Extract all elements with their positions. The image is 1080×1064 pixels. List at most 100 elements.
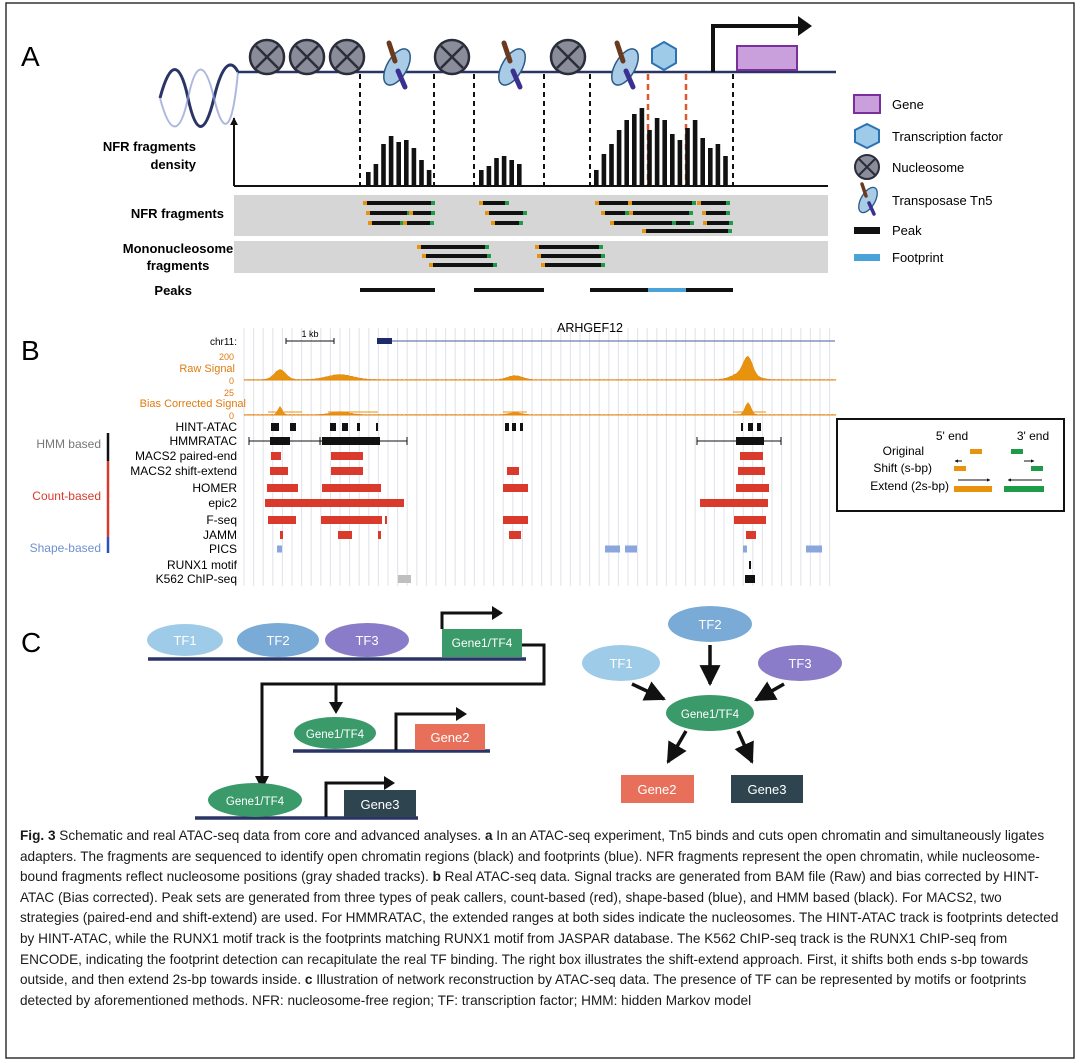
fragment [642,229,732,233]
pics-peak [625,545,637,553]
net-gene3-node [731,775,803,803]
bias-signal-min: 0 [229,411,234,421]
density-bar [601,154,607,186]
nucleosome-icon [433,38,471,76]
track-bar [736,484,769,492]
track-bar [322,484,381,492]
nfr-track-bg [234,195,828,236]
net-tf2-label: TF2 [698,617,721,632]
hmmratac-peak [322,437,380,445]
caption-a-label: a [484,828,493,843]
density-bar [501,156,507,186]
density-bar [662,120,667,186]
transposase-icon [383,40,411,90]
density-bar [708,148,713,186]
track-label: HOMER [192,481,237,495]
runx1-motif [749,561,751,569]
density-bar [609,144,614,186]
track-bar [331,452,363,460]
fragment [703,221,733,225]
density-bar [366,172,371,186]
density-bar [632,114,637,186]
density-bar [373,164,379,186]
track-bar [270,467,288,475]
tf3-oval [325,623,409,657]
gene-rect-icon [853,94,881,114]
track-bar [503,484,528,492]
density-bar [381,144,386,186]
caption-fig-label: Fig. 3 [20,828,56,843]
density-bar [616,130,622,186]
legend-item: Transposase Tn5 [858,182,992,216]
net-tf1-node [582,645,660,681]
gene1-oval-mid [294,717,376,749]
blue-bar-icon [854,254,880,261]
legend-label: Gene [892,97,924,112]
panel-a: A N [21,16,1003,298]
fragment [491,221,523,225]
track-label: PICS [209,542,237,556]
gene1-box-top [442,629,522,657]
fragment [429,263,497,267]
group-count-label: Count-based [32,489,101,503]
track-label: RUNX1 motif [167,558,238,572]
legend-item: Gene [853,94,924,114]
density-bar [700,138,705,186]
group-hmm-label: HMM based [36,437,101,451]
tf1-oval [147,624,223,656]
raw-signal-max: 200 [219,352,234,362]
panel-a-letter: A [21,41,40,72]
pics-peak [277,545,282,553]
gene1-box-top-label: Gene1/TF4 [452,636,513,650]
transposase-icon [498,40,526,90]
fragment [537,254,605,258]
mono-label-line2: fragments [147,258,210,273]
gene1-oval-bottom-label: Gene1/TF4 [226,796,285,808]
mono-label-line1: Mononucleosome [123,241,234,256]
hint-atac-footprint [520,423,523,431]
track-label: HMMRATAC [169,434,237,448]
legend-label: Footprint [892,250,944,265]
gene3-box-left [344,790,416,817]
shift-3-bar [1031,466,1043,471]
fragment [479,201,509,205]
hint-atac-footprint [376,423,378,431]
chipseq-peak [398,575,411,583]
nucleosome-icon [248,38,286,76]
fragment [541,263,605,267]
track-bar [321,516,382,524]
extend-label: Extend (2s-bp) [870,479,949,493]
fragment [363,201,435,205]
fragment [628,201,696,205]
track-label: HINT-ATAC [175,420,237,434]
nfr-fragments [363,201,733,233]
net-gene2-label: Gene2 [637,782,676,797]
mono-track-bg [234,241,828,273]
hint-atac-footprint [342,423,348,431]
caption-b-label: b [432,869,441,885]
density-bar [419,160,424,186]
density-bar [670,134,675,186]
density-bar [426,170,432,186]
track-bar [378,531,381,539]
scale-label: 1 kb [301,329,318,339]
density-label-line1: NFR fragments [103,139,196,154]
density-bar [677,140,683,186]
track-bar [271,452,281,460]
gene-box-icon [736,45,798,71]
raw-signal-label: Raw Signal [179,363,235,375]
hint-atac-footprint [271,423,279,431]
raw-signal-track [243,355,837,381]
hint-atac-footprint [748,423,753,431]
original-label: Original [883,444,924,458]
bias-signal-max: 25 [224,388,234,398]
track-label: epic2 [208,496,237,510]
peak-bars [360,288,733,292]
footprint-bar [648,288,686,292]
fragment [409,211,435,215]
caption-c-text: Illustration of network reconstruction b… [20,972,1027,1008]
track-bar [338,531,352,539]
